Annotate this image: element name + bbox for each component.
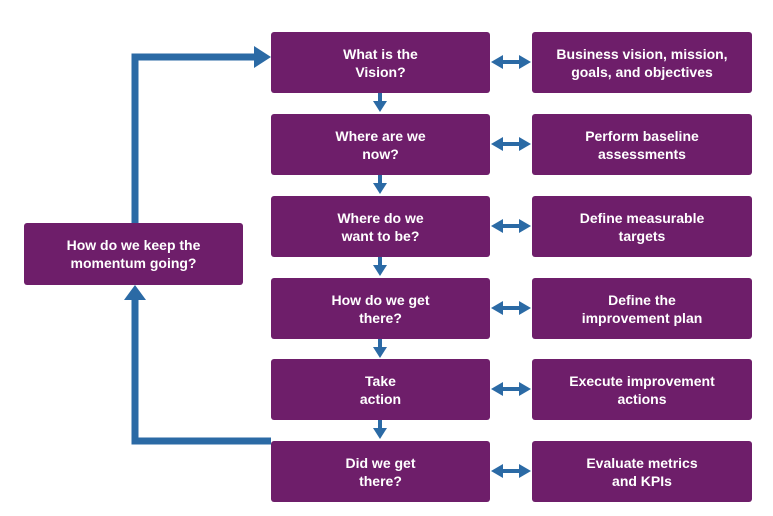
loop-arrow-up-to-side	[131, 298, 271, 445]
momentum-box: How do we keep the momentum going?	[24, 223, 243, 285]
action-box-vision: Business vision, mission, goals, and obj…	[532, 32, 752, 93]
down-arrow-2-head	[373, 183, 387, 194]
down-arrows	[373, 93, 387, 439]
action-box-action: Execute improvement actions	[532, 359, 752, 420]
action-box-plan: Define the improvement plan	[532, 278, 752, 339]
question-box-current: Where are we now?	[271, 114, 490, 175]
double-arrow-3	[491, 219, 531, 233]
question-box-evaluate: Did we get there?	[271, 441, 490, 502]
down-arrow-4-head	[373, 347, 387, 358]
double-arrow-4	[491, 301, 531, 315]
question-box-action: Take action	[271, 359, 490, 420]
double-arrow-5	[491, 382, 531, 396]
loop-arrow-head-up	[124, 285, 146, 300]
down-arrow-5-head	[373, 428, 387, 439]
double-arrow-1	[491, 55, 531, 69]
loop-arrow-side-to-top	[131, 53, 256, 223]
double-arrows	[491, 55, 531, 478]
question-box-vision: What is the Vision?	[271, 32, 490, 93]
double-arrow-6	[491, 464, 531, 478]
action-box-evaluate: Evaluate metrics and KPIs	[532, 441, 752, 502]
action-box-current: Perform baseline assessments	[532, 114, 752, 175]
down-arrow-1-head	[373, 101, 387, 112]
question-box-target: Where do we want to be?	[271, 196, 490, 257]
down-arrow-3-head	[373, 265, 387, 276]
question-box-plan: How do we get there?	[271, 278, 490, 339]
loop-arrow-head-right	[254, 46, 271, 68]
double-arrow-2	[491, 137, 531, 151]
action-box-target: Define measurable targets	[532, 196, 752, 257]
